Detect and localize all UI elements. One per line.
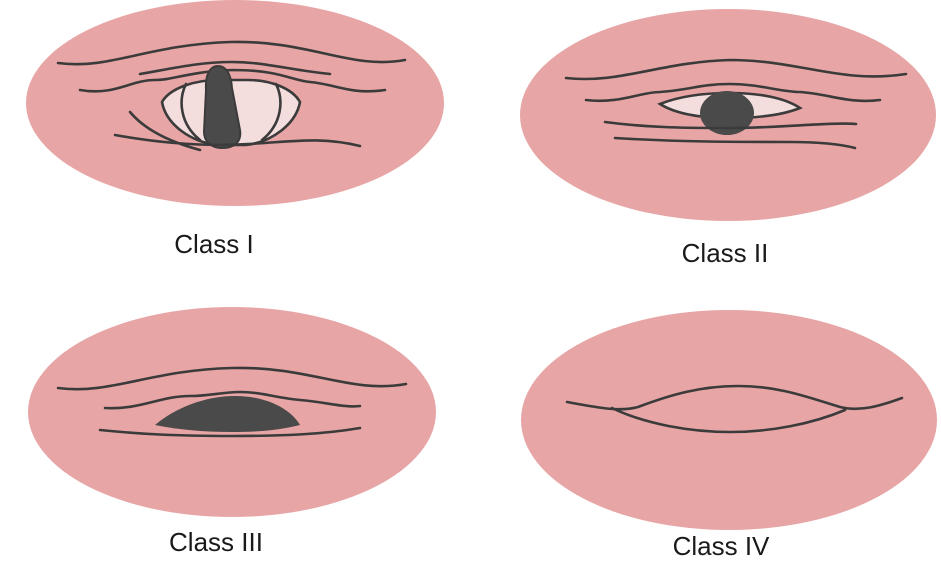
oval-background xyxy=(521,310,937,530)
panel-class-3: Class III xyxy=(28,307,436,557)
panel-class-4: Class IV xyxy=(521,310,937,561)
panel-class-1: Class I xyxy=(26,0,444,259)
class-label: Class III xyxy=(169,527,263,557)
class-label: Class IV xyxy=(673,531,770,561)
class-label: Class I xyxy=(174,229,253,259)
panel-class-2: Class II xyxy=(520,9,936,268)
class-label: Class II xyxy=(682,238,769,268)
